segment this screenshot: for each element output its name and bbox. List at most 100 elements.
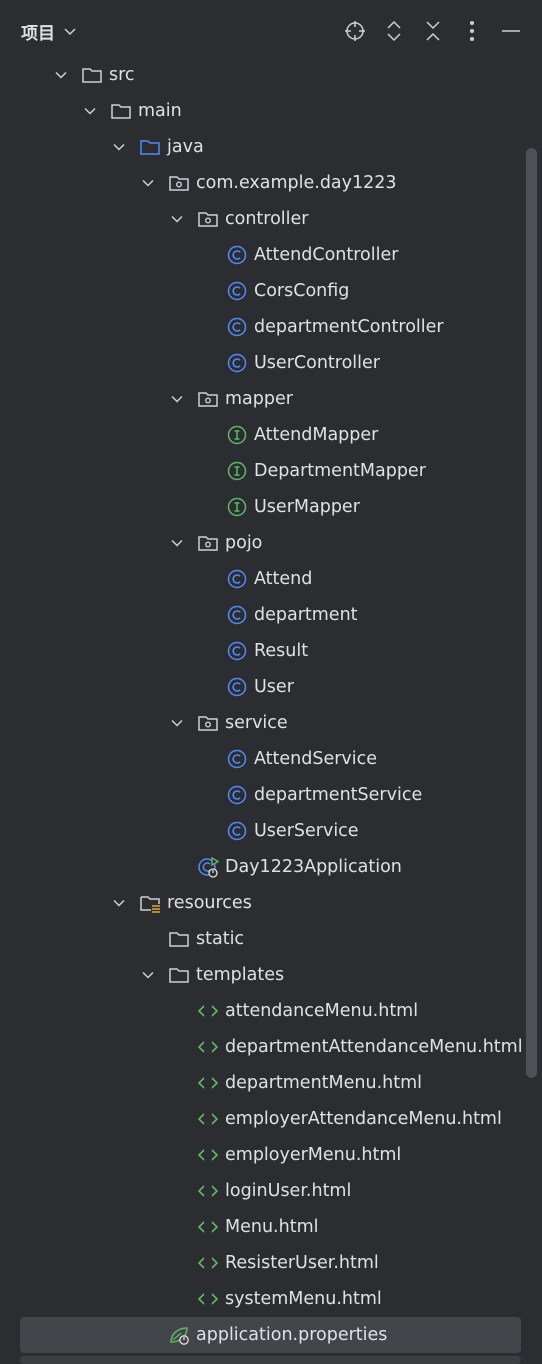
tool-window-title[interactable]: 项目 [21,23,55,44]
tree-item[interactable]: com.example.day1223 [0,165,542,201]
tree-item[interactable]: templates [0,957,542,993]
chevron-down-icon[interactable] [63,24,77,38]
tree-item-label: employerMenu.html [225,1145,402,1165]
tree-item-label: DepartmentMapper [254,461,426,481]
chevron-down-icon[interactable] [112,140,126,154]
tree-item[interactable]: controller [0,201,542,237]
tree-item-label: resources [167,893,252,913]
tree-item[interactable]: application.properties [0,1317,542,1353]
chevron-down-icon[interactable] [54,68,68,82]
class-icon [227,749,247,769]
tree-item-label: employerAttendanceMenu.html [225,1109,502,1129]
html-icon [197,1113,219,1125]
package-icon [198,716,218,731]
tree-item[interactable]: AttendMapper [0,417,542,453]
tree-item[interactable]: Menu.html [0,1209,542,1245]
tree-item-label: departmentController [254,317,444,337]
tree-item-label: User [254,677,294,697]
tree-item-label: CorsConfig [254,281,350,301]
tree-item[interactable]: ResisterUser.html [0,1245,542,1281]
tree-item-label: UserService [254,821,359,841]
package-icon [198,536,218,551]
folder-icon [169,932,189,947]
tree-item[interactable]: systemMenu.html [0,1281,542,1317]
tree-item[interactable]: main [0,93,542,129]
tree-item[interactable]: UserController [0,345,542,381]
chevron-down-icon[interactable] [141,176,155,190]
chevron-down-icon[interactable] [170,392,184,406]
resources-folder-icon [140,896,160,913]
html-icon [197,1257,219,1269]
tree-item[interactable]: Day1223Application [0,849,542,885]
horizontal-scrollbar[interactable] [20,1356,521,1364]
tree-item-label: UserMapper [254,497,360,517]
more-icon[interactable] [452,17,491,45]
tree-item-label: main [138,101,182,121]
html-icon [197,1221,219,1233]
chevron-down-icon[interactable] [170,716,184,730]
html-icon [197,1077,219,1089]
tree-item[interactable]: static [0,921,542,957]
collapse-all-icon[interactable] [413,17,452,45]
vertical-scrollbar[interactable] [526,148,537,1078]
tree-item-label: departmentService [254,785,423,805]
tree-item[interactable]: employerAttendanceMenu.html [0,1101,542,1137]
tree-item[interactable]: departmentController [0,309,542,345]
tree-item[interactable]: UserMapper [0,489,542,525]
chevron-down-icon[interactable] [83,104,97,118]
tree-item[interactable]: java [0,129,542,165]
chevron-down-icon[interactable] [170,536,184,550]
tree-item[interactable]: resources [0,885,542,921]
tree-item-label: src [109,65,135,85]
interface-icon [227,497,247,517]
spring-app-icon [198,856,219,878]
header-toolbar [335,17,530,45]
locate-icon[interactable] [335,17,374,45]
class-icon [227,569,247,589]
chevron-down-icon[interactable] [112,896,126,910]
tree-item-label: service [225,713,288,733]
tree-item[interactable]: Attend [0,561,542,597]
tree-item[interactable]: departmentMenu.html [0,1065,542,1101]
tree-item[interactable]: employerMenu.html [0,1137,542,1173]
tree-item-label: application.properties [196,1325,388,1345]
tree-item[interactable]: mapper [0,381,542,417]
tree-item[interactable]: Result [0,633,542,669]
html-icon [197,1293,219,1305]
chevron-down-icon[interactable] [141,968,155,982]
class-icon [227,281,247,301]
tree-item[interactable]: pojo [0,525,542,561]
html-icon [197,1185,219,1197]
tree-item[interactable]: service [0,705,542,741]
html-icon [197,1149,219,1161]
tree-item[interactable]: department [0,597,542,633]
tool-window-header: 项目 [0,0,542,62]
interface-icon [227,425,247,445]
source-folder-icon [140,140,160,155]
folder-icon [111,104,131,119]
tree-item[interactable]: AttendService [0,741,542,777]
folder-icon [169,968,189,983]
tree-item[interactable]: departmentService [0,777,542,813]
tree-item-label: controller [225,209,309,229]
properties-icon [170,1327,189,1345]
tree-item[interactable]: AttendController [0,237,542,273]
minimize-icon[interactable] [491,17,530,45]
tree-item[interactable]: src [0,57,542,93]
class-icon [227,317,247,337]
chevron-down-icon[interactable] [170,212,184,226]
tree-item[interactable]: loginUser.html [0,1173,542,1209]
tree-item[interactable]: DepartmentMapper [0,453,542,489]
tree-item[interactable]: User [0,669,542,705]
expand-all-icon[interactable] [374,17,413,45]
tree-item-label: Attend [254,569,313,589]
package-icon [198,392,218,407]
folder-icon [82,68,102,83]
tree-item[interactable]: departmentAttendanceMenu.html [0,1029,542,1065]
tree-item[interactable]: attendanceMenu.html [0,993,542,1029]
tree-item-label: departmentMenu.html [225,1073,423,1093]
tree-item[interactable]: CorsConfig [0,273,542,309]
tree-item-label: UserController [254,353,380,373]
tree-item[interactable]: UserService [0,813,542,849]
